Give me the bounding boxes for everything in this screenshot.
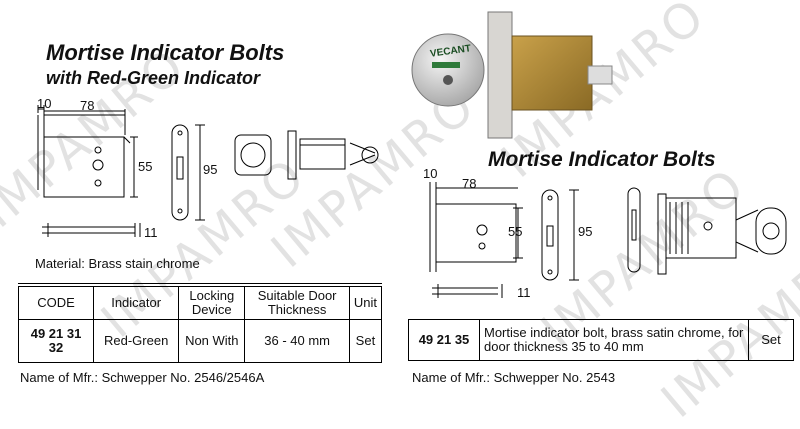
left-subtitle: with Red-Green Indicator [46, 68, 261, 88]
left-dim-11: 11 [144, 225, 158, 240]
thickness-cell: 36 - 40 mm [244, 319, 350, 363]
left-dim-10: 10 [37, 96, 52, 111]
right-technical-drawing [429, 182, 579, 298]
divider [18, 283, 382, 284]
right-product-sketch [627, 187, 787, 275]
code-cell: 49 21 35 [408, 319, 480, 361]
left-spec-table: CODE Indicator Locking Device Suitable D… [17, 286, 383, 363]
right-dim-11: 11 [517, 285, 531, 300]
indicator-cell: Red-Green [93, 319, 180, 363]
col-locking: Locking Device [178, 286, 246, 320]
left-manufacturer: Name of Mfr.: Schwepper No. 2546/2546A [20, 370, 265, 385]
table-row: 49 21 35 Mortise indicator bolt, brass s… [408, 319, 794, 361]
unit-cell: Set [748, 319, 794, 361]
right-dim-10: 10 [423, 166, 438, 181]
left-dim-95: 95 [203, 162, 218, 177]
code-cell: 49 21 31 32 [17, 319, 95, 363]
col-indicator: Indicator [93, 286, 180, 320]
col-code: CODE [17, 286, 95, 320]
right-dim-78: 78 [462, 176, 477, 191]
description-cell: Mortise indicator bolt, brass satin chro… [479, 319, 749, 361]
table-row: 49 21 31 32 Red-Green Non With 36 - 40 m… [17, 319, 383, 363]
right-dim-55: 55 [508, 224, 523, 239]
right-product-photo [411, 11, 613, 139]
locking-cell: Non With [178, 319, 246, 363]
right-title: Mortise Indicator Bolts [488, 148, 716, 171]
left-product-sketch [234, 130, 379, 180]
right-spec-table: 49 21 35 Mortise indicator bolt, brass s… [408, 319, 794, 361]
left-material: Material: Brass stain chrome [35, 256, 200, 271]
col-thickness: Suitable Door Thickness [244, 286, 350, 320]
left-dim-55: 55 [138, 159, 153, 174]
col-unit: Unit [348, 286, 383, 320]
left-technical-drawing [37, 105, 205, 237]
right-dim-95: 95 [578, 224, 593, 239]
right-manufacturer: Name of Mfr.: Schwepper No. 2543 [412, 370, 616, 385]
unit-cell: Set [348, 319, 383, 363]
left-dim-78: 78 [80, 98, 95, 113]
left-title: Mortise Indicator Bolts [46, 40, 285, 65]
